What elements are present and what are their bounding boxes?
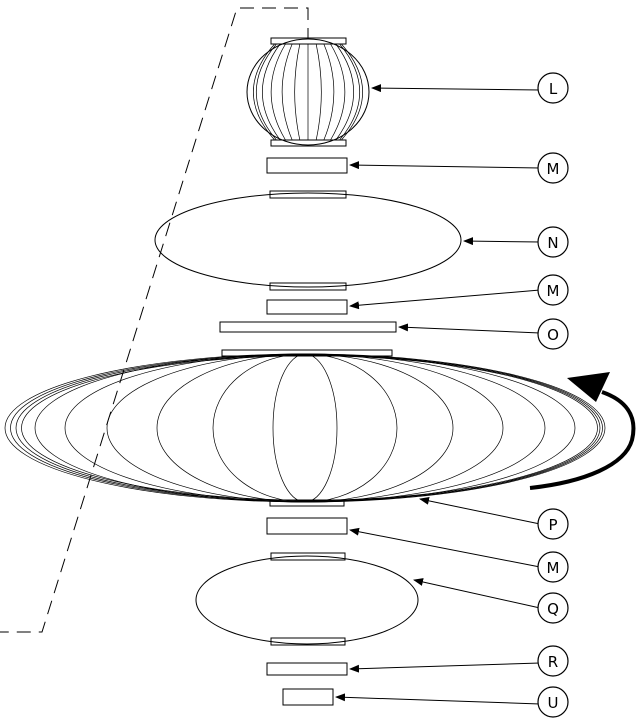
callout-p: P xyxy=(537,508,569,540)
leader-lines xyxy=(335,84,541,705)
callout-o: O xyxy=(537,318,569,350)
callout-r: R xyxy=(537,645,569,677)
callout-q-text: Q xyxy=(547,600,559,618)
part-q-small-shade xyxy=(195,552,419,646)
callout-l-text: L xyxy=(549,80,558,98)
part-u-cap xyxy=(282,688,334,706)
part-p-saucer-shade xyxy=(4,349,606,507)
callout-m-3: M xyxy=(537,551,569,583)
callout-p-text: P xyxy=(548,516,557,534)
part-m-ring-1 xyxy=(266,157,348,174)
dashed-cord-line xyxy=(0,7,309,633)
callout-u: U xyxy=(537,686,569,718)
callout-q: Q xyxy=(537,592,569,624)
part-o-plate xyxy=(219,321,397,333)
callout-m-3-text: M xyxy=(547,559,560,577)
callout-o-text: O xyxy=(547,326,559,344)
rotation-arrow-icon xyxy=(529,372,636,490)
callout-m-1-text: M xyxy=(547,160,560,178)
part-l-ribbed-shade xyxy=(246,37,370,147)
callout-n: N xyxy=(537,226,569,258)
callout-l: L xyxy=(537,72,569,104)
callout-m-2: M xyxy=(537,274,569,306)
part-r-ring xyxy=(266,662,348,676)
callout-m-2-text: M xyxy=(547,282,560,300)
callout-m-1: M xyxy=(537,152,569,184)
part-n-ellipse-shade xyxy=(154,190,462,291)
callout-n-text: N xyxy=(547,234,558,252)
callout-u-text: U xyxy=(548,694,559,712)
callout-r-text: R xyxy=(548,653,558,671)
part-m-ring-3 xyxy=(266,517,348,535)
part-m-ring-2 xyxy=(266,299,348,315)
